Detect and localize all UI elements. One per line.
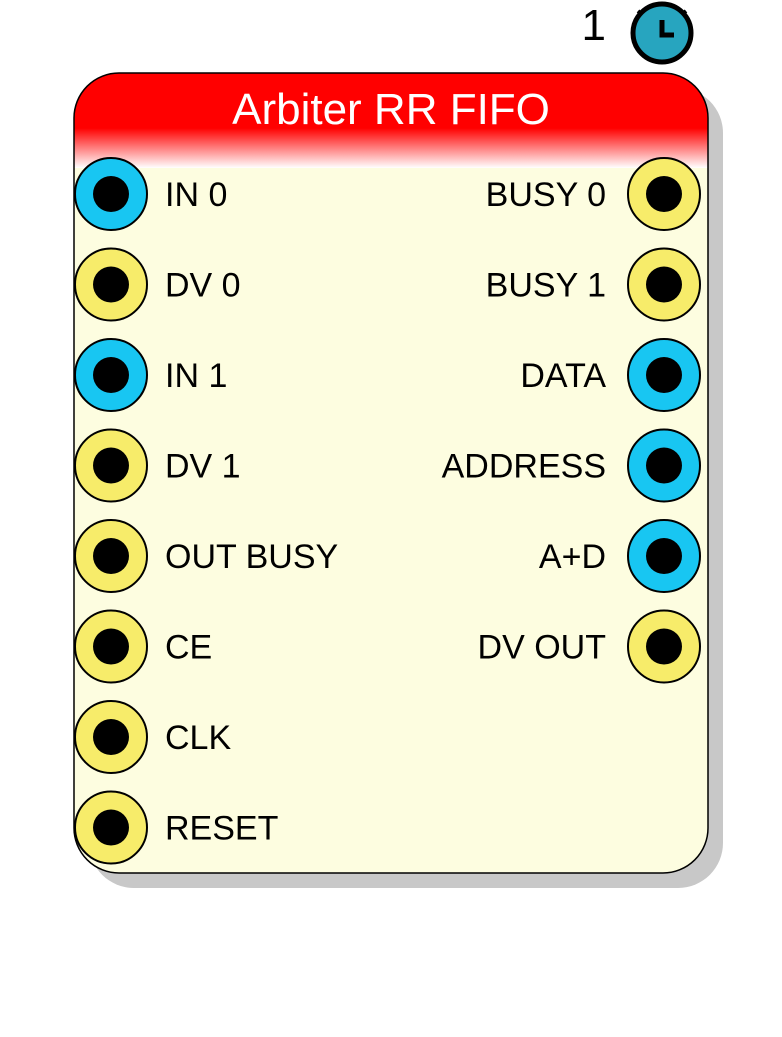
port-label: DV OUT [478, 629, 606, 667]
port-pin[interactable] [646, 538, 682, 574]
port-pin[interactable] [646, 266, 682, 303]
block-header [74, 73, 708, 168]
output-port-data[interactable]: DATA [520, 338, 701, 412]
port-label: A+D [539, 538, 606, 576]
stopwatch-hands [659, 20, 674, 38]
input-port-dv-1[interactable]: DV 1 [74, 428, 241, 503]
port-pin[interactable] [93, 719, 129, 755]
input-port-reset[interactable]: RESET [74, 790, 278, 865]
port-label: DV 1 [165, 448, 241, 486]
port-label: IN 0 [165, 176, 227, 214]
port-label: BUSY 0 [486, 176, 606, 214]
port-pin[interactable] [646, 176, 682, 212]
port-pin[interactable] [93, 628, 129, 665]
port-label: RESET [165, 810, 278, 848]
clock-count: 1 [582, 1, 606, 50]
block-border [73, 72, 709, 874]
input-port-ce[interactable]: CE [74, 609, 212, 684]
block-body-fill [74, 73, 708, 873]
port-pin[interactable] [93, 266, 129, 303]
block-title: Arbiter RR FIFO [232, 85, 550, 134]
port-pin[interactable] [93, 809, 129, 846]
port-pin[interactable] [93, 447, 129, 484]
port-label: CLK [165, 719, 231, 757]
port-label: DATA [520, 357, 606, 395]
port-label: BUSY 1 [486, 267, 606, 305]
port-label: CE [165, 629, 212, 667]
port-pin[interactable] [93, 357, 129, 393]
output-port-busy-0[interactable]: BUSY 0 [486, 157, 701, 231]
output-port-address[interactable]: ADDRESS [442, 428, 701, 503]
input-port-in-0[interactable]: IN 0 [74, 157, 227, 231]
port-pin[interactable] [93, 176, 129, 212]
input-port-dv-0[interactable]: DV 0 [74, 247, 241, 322]
block-body [74, 73, 708, 873]
port-label: OUT BUSY [165, 538, 338, 576]
input-port-in-1[interactable]: IN 1 [74, 338, 227, 412]
port-pin[interactable] [646, 628, 682, 665]
port-pin[interactable] [93, 538, 129, 574]
output-port-busy-1[interactable]: BUSY 1 [486, 247, 701, 322]
port-pin[interactable] [646, 357, 682, 393]
input-ports: IN 0 DV 0 IN 1 DV 1 OUT BUSY CE CLK RESET [74, 157, 338, 865]
port-label: IN 1 [165, 357, 227, 395]
port-pin[interactable] [646, 447, 682, 484]
port-label: DV 0 [165, 267, 241, 305]
input-port-out-busy[interactable]: OUT BUSY [74, 519, 338, 593]
stopwatch-icon[interactable] [630, 1, 694, 65]
output-port-dv-out[interactable]: DV OUT [478, 609, 701, 684]
output-port-a-d[interactable]: A+D [539, 519, 701, 593]
input-port-clk[interactable]: CLK [74, 700, 231, 774]
output-ports: BUSY 0 BUSY 1 DATA ADDRESS A+D DV OUT [442, 157, 701, 684]
port-label: ADDRESS [442, 448, 606, 486]
